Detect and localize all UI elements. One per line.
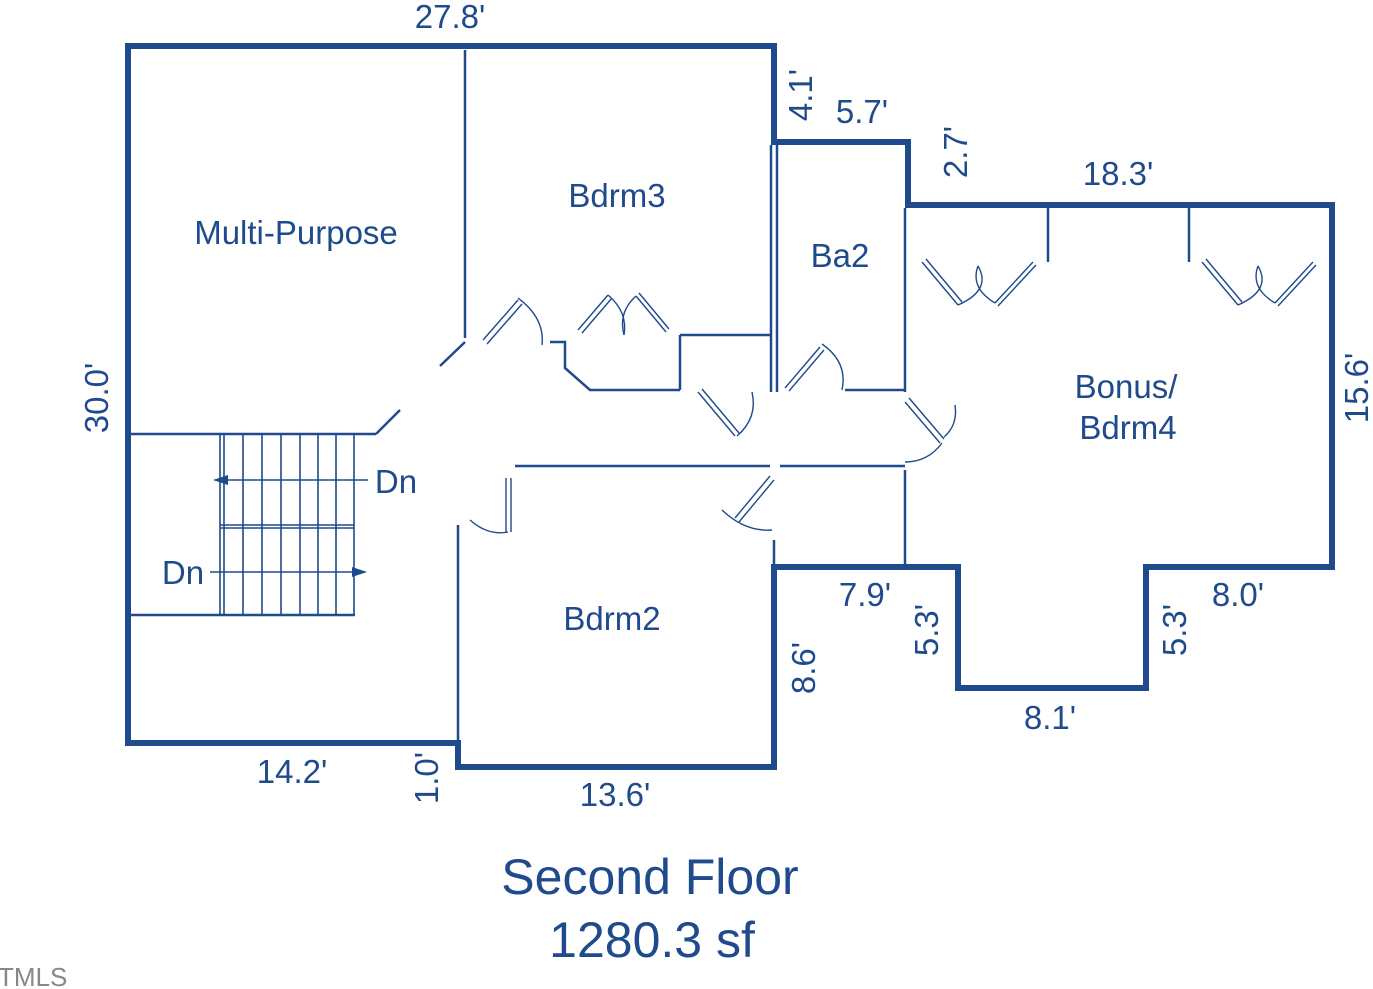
dim-bdrm2-bottom: 13.6' [580, 776, 651, 813]
staircase [210, 434, 368, 615]
room-label-bdrm2: Bdrm2 [563, 600, 660, 637]
arrow-left-icon [213, 475, 228, 485]
floor-name: Second Floor [501, 849, 798, 905]
mls-watermark: TMLS [0, 962, 67, 989]
arrow-right-icon [352, 567, 367, 577]
stair-label-lower: Dn [162, 554, 204, 591]
closet-door-bonus-1 [921, 258, 1037, 307]
door-bonus [904, 397, 957, 463]
room-label-ba2: Ba2 [811, 237, 870, 274]
interior-walls [128, 50, 1191, 765]
room-label-bdrm3: Bdrm3 [568, 177, 665, 214]
door-bdrm2-left [469, 478, 512, 534]
floor-area: 1280.3 sf [549, 912, 755, 968]
dim-step-horizontal-1: 5.7' [836, 93, 888, 130]
dim-notch-bottom: 8.1' [1024, 699, 1076, 736]
stair-label-upper: Dn [375, 463, 417, 500]
door-ba2 [784, 343, 844, 392]
dim-notch-right: 5.3' [1156, 604, 1193, 656]
dim-step-vertical-1: 4.1' [782, 69, 819, 121]
dim-left-bottom: 14.2' [257, 753, 328, 790]
dim-bdrm2-right-top: 7.9' [839, 576, 891, 613]
room-label-bonus: Bonus/ [1075, 368, 1179, 405]
dim-notch-left: 5.3' [908, 604, 945, 656]
dim-step-vertical-2: 2.7' [937, 126, 974, 178]
dim-bdrm2-right: 8.6' [785, 642, 822, 694]
door-bdrm2-right [721, 475, 775, 531]
room-labels: Multi-Purpose Bdrm3 Ba2 Bonus/ Bdrm4 Bdr… [162, 177, 1178, 637]
dim-right: 15.6' [1338, 353, 1373, 424]
closet-door-bonus-2 [1201, 258, 1317, 307]
doors [469, 258, 1317, 534]
room-label-bdrm4: Bdrm4 [1079, 409, 1176, 446]
dim-top: 27.8' [415, 0, 486, 35]
door-hall-closet [697, 388, 755, 437]
dim-bonus-top: 18.3' [1083, 155, 1154, 192]
dim-offset-small: 1.0' [408, 752, 445, 804]
room-label-multi-purpose: Multi-Purpose [194, 214, 398, 251]
floor-title: Second Floor 1280.3 sf [501, 849, 798, 968]
door-bdrm3 [482, 297, 543, 346]
dim-bonus-right-bottom: 8.0' [1212, 576, 1264, 613]
closet-door-bdrm3 [577, 292, 670, 336]
dim-left: 30.0' [78, 363, 115, 434]
dimension-labels: 27.8' 30.0' 4.1' 5.7' 2.7' 18.3' 15.6' 8… [78, 0, 1373, 813]
